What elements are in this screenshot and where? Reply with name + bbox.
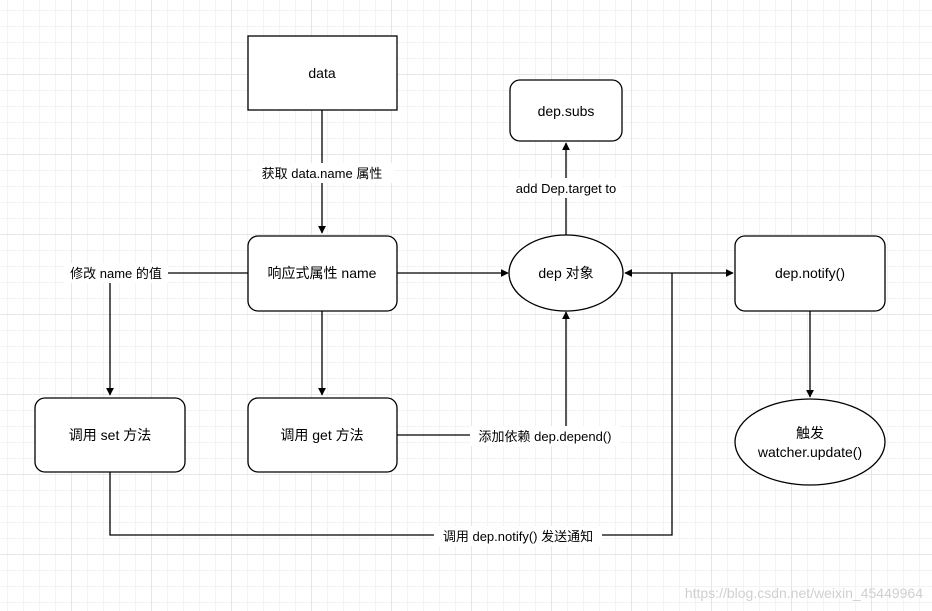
node-call-set-box <box>34 397 186 473</box>
node-trigger-update-label-line1: 触发 <box>796 425 824 441</box>
edge-label-call-notify: 调用 dep.notify() 发送通知 <box>434 526 602 546</box>
node-dep-subs-label: dep.subs <box>538 103 595 119</box>
edge-label-modify-name: 修改 name 的值 <box>64 263 168 283</box>
edge-label-get-data-name: 获取 data.name 属性 <box>252 163 394 183</box>
node-reactive-property-label: 响应式属性 name <box>268 265 377 281</box>
node-call-set-label: 调用 set 方法 <box>69 427 151 443</box>
node-dep-notify-box <box>734 235 886 312</box>
edge-label-get-data-name-text: 获取 data.name 属性 <box>262 166 383 181</box>
node-call-get-label: 调用 get 方法 <box>280 427 363 443</box>
node-dep-object-label: dep 对象 <box>538 265 593 281</box>
node-dep-subs-box <box>509 79 623 142</box>
node-reactive-property-box <box>247 235 398 312</box>
edge-label-add-dep-target-text: add Dep.target to <box>516 181 616 196</box>
edge-label-modify-name-text: 修改 name 的值 <box>70 266 162 281</box>
edge-label-add-dependency-text: 添加依赖 dep.depend() <box>479 429 612 444</box>
node-data-box <box>247 35 398 111</box>
node-call-get-box <box>247 397 398 473</box>
edge-label-call-notify-text: 调用 dep.notify() 发送通知 <box>443 529 593 544</box>
edge-reactive-to-set <box>106 272 248 396</box>
edge-label-add-dependency: 添加依赖 dep.depend() <box>470 426 620 446</box>
edge-get-to-dep <box>397 311 570 436</box>
node-dep-notify-label: dep.notify() <box>775 265 845 281</box>
node-data-label: data <box>308 65 335 81</box>
node-dep-object-ellipse <box>508 234 624 312</box>
node-trigger-update-ellipse <box>734 398 886 486</box>
edge-set-to-dep <box>109 273 673 536</box>
edge-label-add-dep-target: add Dep.target to <box>510 178 622 198</box>
node-trigger-update-label-line2: watcher.update() <box>757 444 862 460</box>
watermark-text: https://blog.csdn.net/weixin_45449964 <box>685 585 923 601</box>
